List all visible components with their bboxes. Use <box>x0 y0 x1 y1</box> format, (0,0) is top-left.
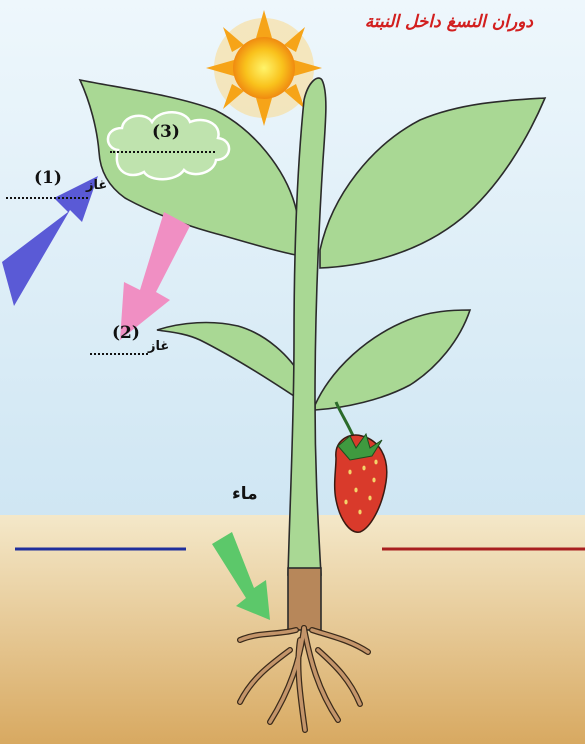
label-number-2: (2) <box>112 323 140 343</box>
diagram-title: دوران النسغ داخل النبتة <box>365 12 533 32</box>
label-number-1: (1) <box>34 168 62 188</box>
root-base <box>288 568 321 630</box>
label-water: ماء <box>232 484 258 504</box>
blank-line-2 <box>90 353 148 355</box>
blank-line-3 <box>110 151 215 153</box>
blank-line-1 <box>6 197 88 199</box>
label-gas-2: غاز <box>148 339 169 354</box>
label-gas-1: غاز <box>86 178 107 193</box>
label-number-3: (3) <box>152 122 180 142</box>
